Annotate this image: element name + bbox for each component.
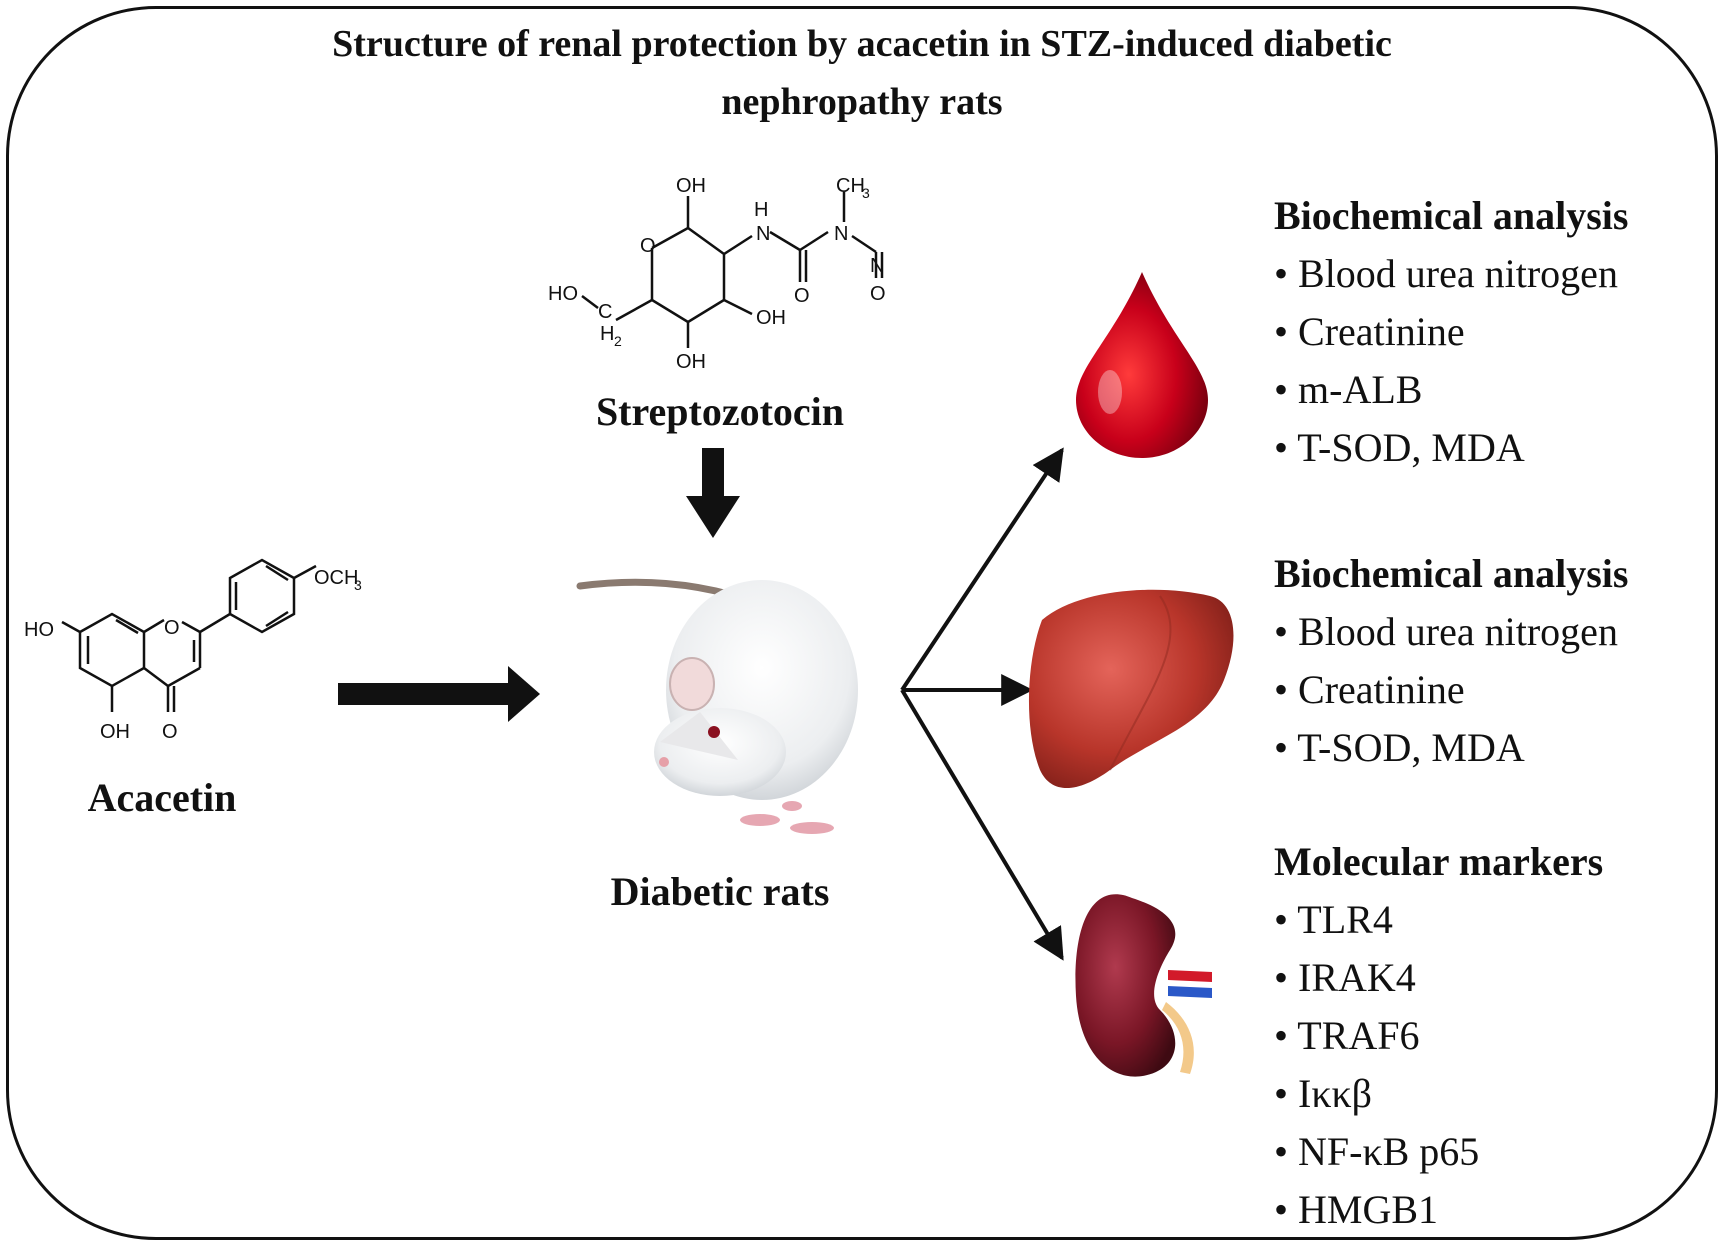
panel-item-text: HMGB1 <box>1298 1187 1439 1232</box>
panel-heading-blood-drop: Biochemical analysis <box>1274 193 1629 238</box>
atom-oh-right: OH <box>756 307 786 329</box>
atom-o-carbonyl: O <box>794 285 810 307</box>
panel-item-text: TLR4 <box>1297 897 1393 942</box>
bullet: • <box>1274 609 1289 654</box>
panel-item-text: Blood urea nitrogen <box>1298 609 1618 654</box>
panel-item-blood-drop: • m-ALB <box>1274 366 1422 413</box>
panel-item-blood-drop: • T-SOD, MDA <box>1274 424 1525 471</box>
acacetin-atom-o-ring: O <box>164 617 180 639</box>
blood-drop-icon <box>1076 272 1208 458</box>
atom-h2-sub: 2 <box>614 333 622 349</box>
liver-icon <box>1028 589 1234 789</box>
panel-item-text: Blood urea nitrogen <box>1298 251 1618 296</box>
kidney-icon <box>1075 894 1212 1077</box>
bullet: • <box>1274 367 1289 412</box>
down-arrow <box>686 448 740 538</box>
panel-item-blood-drop: • Blood urea nitrogen <box>1274 250 1618 297</box>
bullet: • <box>1274 1129 1289 1174</box>
acacetin-atom-o-keto: O <box>162 721 178 743</box>
acacetin-atom-och3-sub: 3 <box>354 577 362 593</box>
panel-item-kidney: • TLR4 <box>1274 896 1393 943</box>
atom-oh-top: OH <box>676 175 706 197</box>
acacetin-atom-oh: OH <box>100 721 130 743</box>
atom-c: C <box>598 301 612 323</box>
atom-oh-bottom: OH <box>676 351 706 373</box>
bullet: • <box>1274 897 1289 942</box>
bullet: • <box>1274 667 1289 712</box>
panel-item-kidney: • Iκκβ <box>1274 1070 1372 1117</box>
diagram-title-line-1: Structure of renal protection by acaceti… <box>332 23 1392 65</box>
panel-item-text: TRAF6 <box>1297 1013 1420 1058</box>
atom-o-nitroso: O <box>870 283 886 305</box>
diabetic-rats-label: Diabetic rats <box>610 869 830 914</box>
atom-o-ring: O <box>640 235 656 257</box>
atom-nh-h: H <box>754 199 768 221</box>
branch-arrow-blood <box>900 447 1064 692</box>
panel-item-kidney: • NF-κB p65 <box>1274 1128 1479 1175</box>
atom-n: N <box>834 223 848 245</box>
panel-item-text: Creatinine <box>1298 667 1465 712</box>
panel-item-kidney: • IRAK4 <box>1274 954 1416 1001</box>
atom-ch3-sub: 3 <box>862 185 870 201</box>
right-arrow <box>338 666 540 722</box>
bullet: • <box>1274 309 1289 354</box>
panel-item-text: T-SOD, MDA <box>1297 725 1525 770</box>
atom-n2: N <box>870 255 884 277</box>
branch-arrow-kidney <box>900 688 1064 961</box>
bullet: • <box>1274 1187 1289 1232</box>
bullet: • <box>1274 425 1289 470</box>
panel-item-text: m-ALB <box>1298 367 1423 412</box>
bullet: • <box>1274 725 1289 770</box>
atom-ho-left: HO <box>548 283 578 305</box>
atom-ch3: CH <box>836 175 865 197</box>
acacetin-label: Acacetin <box>87 775 237 820</box>
panel-item-text: T-SOD, MDA <box>1297 425 1525 470</box>
panel-item-liver: • Creatinine <box>1274 666 1465 713</box>
panel-item-kidney: • TRAF6 <box>1274 1012 1420 1059</box>
diagram-title-line-2: nephropathy rats <box>721 81 1003 123</box>
acacetin-atom-och3: OCH <box>314 567 358 589</box>
acacetin-atom-ho: HO <box>24 619 54 641</box>
bullet: • <box>1274 1071 1289 1116</box>
atom-nh-n: N <box>756 223 770 245</box>
panel-item-text: Creatinine <box>1298 309 1465 354</box>
panel-item-kidney: • HMGB1 <box>1274 1186 1438 1233</box>
bullet: • <box>1274 955 1289 1000</box>
panel-item-text: IRAK4 <box>1298 955 1416 1000</box>
atom-h2: H <box>600 323 614 345</box>
panel-item-liver: • Blood urea nitrogen <box>1274 608 1618 655</box>
panel-item-blood-drop: • Creatinine <box>1274 308 1465 355</box>
panel-item-text: NF-κB p65 <box>1298 1129 1480 1174</box>
panel-heading-liver: Biochemical analysis <box>1274 551 1629 596</box>
bullet: • <box>1274 251 1289 296</box>
bullet: • <box>1274 1013 1289 1058</box>
panel-heading-kidney: Molecular markers <box>1274 839 1604 884</box>
panel-item-liver: • T-SOD, MDA <box>1274 724 1525 771</box>
streptozotocin-label: Streptozotocin <box>595 389 845 434</box>
panel-item-text: Iκκβ <box>1298 1071 1372 1116</box>
rounded-frame <box>6 6 1718 1240</box>
